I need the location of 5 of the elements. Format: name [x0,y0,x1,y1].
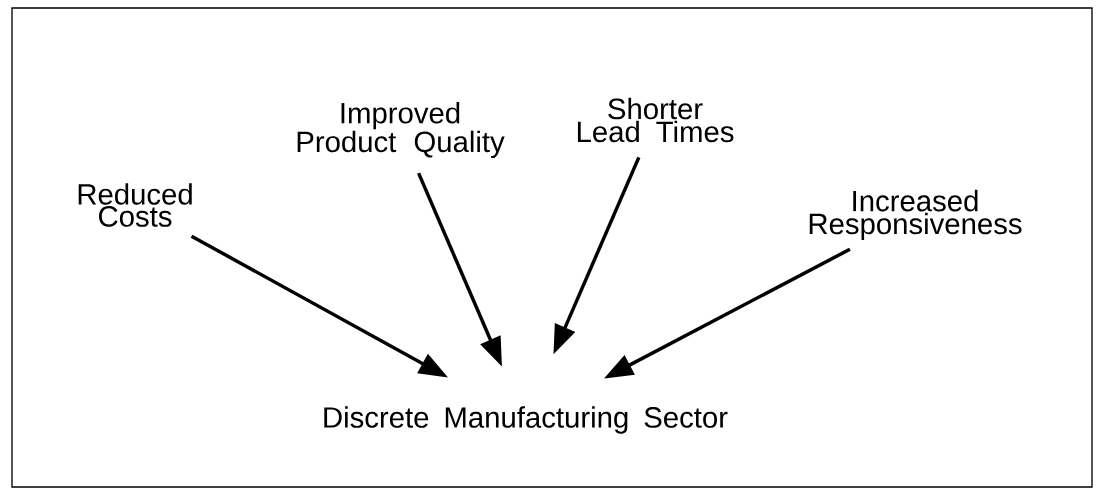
node-label: Reduced Costs [78,183,192,227]
node-label: Shorter Lead Times [577,97,734,143]
node-label: Increased Responsiveness [809,189,1022,241]
node-label: Discrete Manufacturing Sector [324,406,728,434]
node-label: Improved Product Quality [297,101,505,158]
